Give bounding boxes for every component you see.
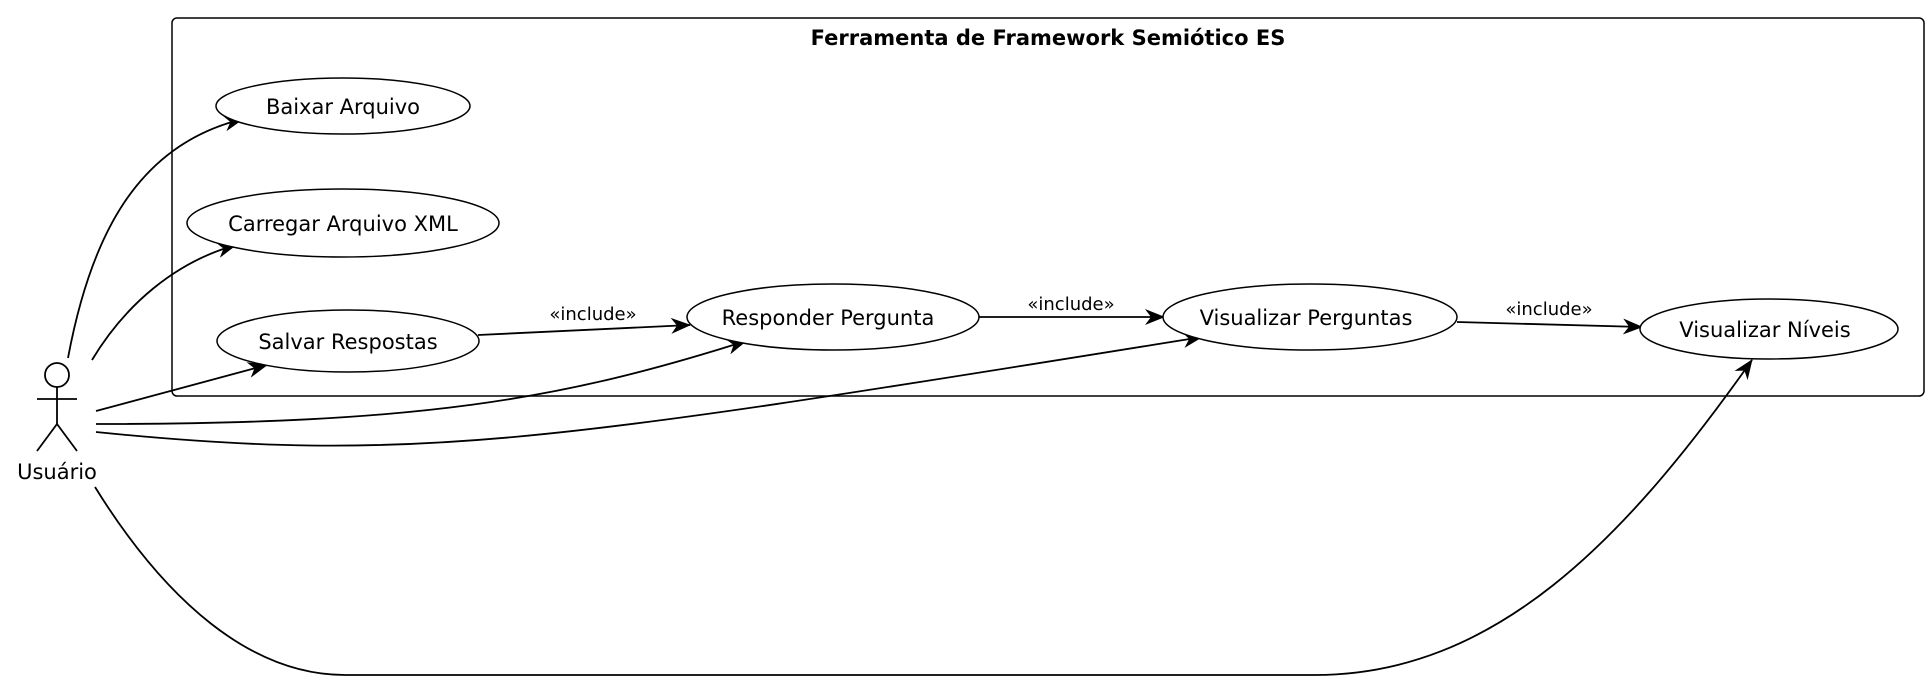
assoc-vis-perguntas[interactable] — [95, 332, 1203, 447]
use-case-label: Carregar Arquivo XML — [228, 212, 458, 236]
use-case-vis-perguntas[interactable]: Visualizar Perguntas — [1162, 283, 1458, 351]
include-label-2: «include» — [1027, 294, 1114, 315]
include-relationships — [477, 309, 1643, 336]
use-case-label: Visualizar Perguntas — [1200, 306, 1413, 330]
use-case-ellipse[interactable] — [1639, 298, 1899, 360]
use-case-label: Responder Pergunta — [722, 306, 935, 330]
use-case-ellipse[interactable] — [1162, 283, 1458, 351]
use-case-carregar[interactable]: Carregar Arquivo XML — [186, 188, 500, 258]
assoc-baixar[interactable] — [67, 115, 244, 359]
assoc-salvar[interactable] — [95, 362, 268, 412]
actor-name: Usuário — [17, 460, 97, 484]
use-case-label: Baixar Arquivo — [266, 95, 420, 119]
assoc-responder[interactable] — [95, 339, 747, 425]
use-case-ellipse[interactable] — [215, 77, 471, 135]
use-case-label: Salvar Respostas — [258, 330, 437, 354]
include-labels: «include» «include» «include» — [549, 294, 1592, 325]
use-case-responder[interactable]: Responder Pergunta — [686, 283, 980, 351]
include-visperguntas-visniveis[interactable] — [1456, 318, 1643, 335]
use-case-baixar[interactable]: Baixar Arquivo — [215, 77, 471, 135]
assoc-carregar[interactable] — [91, 242, 237, 361]
associations — [67, 115, 1753, 676]
include-label-1: «include» — [549, 304, 636, 325]
assoc-vis-niveis[interactable] — [94, 359, 1753, 676]
use-case-label: Visualizar Níveis — [1679, 318, 1850, 342]
use-case-ellipse[interactable] — [686, 283, 980, 351]
stick-figure-icon[interactable] — [36, 362, 78, 452]
use-case-salvar[interactable]: Salvar Respostas — [216, 309, 480, 373]
actor-usuario[interactable]: Usuário — [17, 362, 97, 484]
system-boundary-box — [171, 17, 1925, 397]
use-case-vis-niveis[interactable]: Visualizar Níveis — [1639, 298, 1899, 360]
system-title: Ferramenta de Framework Semiótico ES — [811, 26, 1286, 50]
include-salvar-responder[interactable] — [477, 317, 691, 336]
use-case-ellipse[interactable] — [186, 188, 500, 258]
system-boundary: Ferramenta de Framework Semiótico ES — [171, 17, 1925, 397]
use-case-ellipse[interactable] — [216, 309, 480, 373]
include-label-3: «include» — [1505, 299, 1592, 320]
